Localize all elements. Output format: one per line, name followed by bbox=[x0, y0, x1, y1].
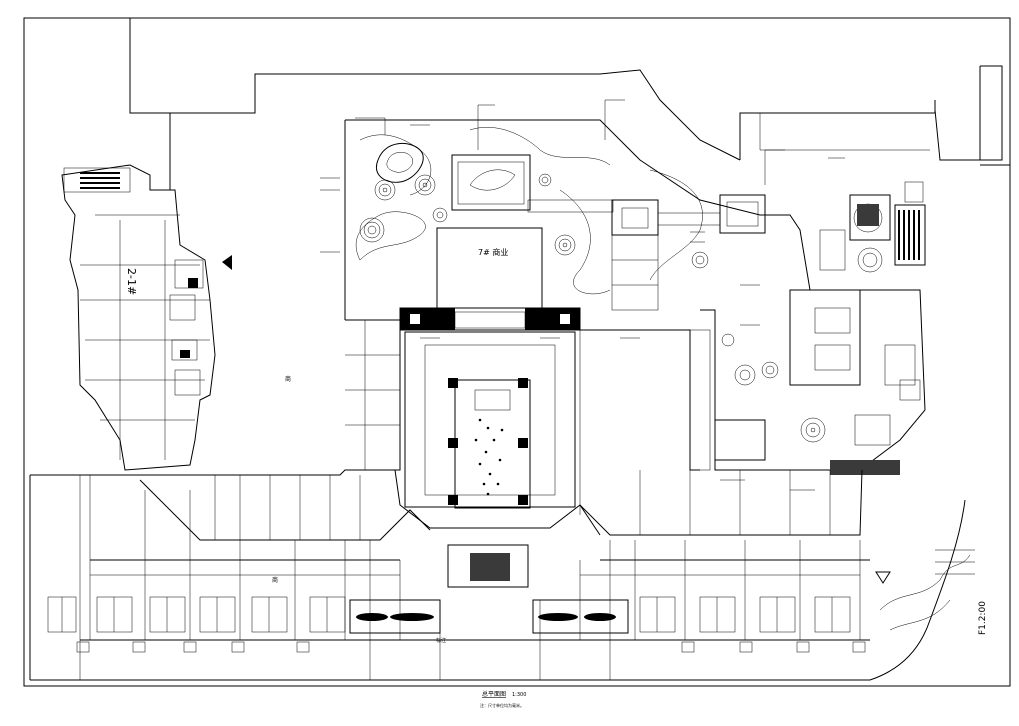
east-building bbox=[721, 181, 926, 475]
site-boundary bbox=[129, 18, 1010, 190]
west-building-tag: 商 bbox=[285, 375, 291, 383]
shop-tag-a: 商 bbox=[272, 576, 278, 584]
commercial-block bbox=[139, 307, 863, 541]
storefront-row bbox=[29, 474, 870, 681]
north-garden bbox=[344, 119, 811, 320]
callout-label: 标注 bbox=[436, 637, 446, 644]
southeast-landscape bbox=[869, 499, 975, 681]
west-building bbox=[61, 164, 232, 471]
elevation-marker: F1.2:00 bbox=[978, 601, 988, 635]
annotation-leaders bbox=[320, 99, 845, 491]
drawing-frame bbox=[23, 17, 1011, 687]
drawing-scale: 1:300 bbox=[512, 692, 526, 698]
center-hall-label: 7# 商业 bbox=[478, 247, 508, 257]
drawing-note: 注：尺寸单位均为毫米。 bbox=[480, 702, 524, 708]
west-building-label: 2-1# bbox=[125, 268, 138, 295]
drawing-title: 总平面图 bbox=[482, 690, 506, 698]
